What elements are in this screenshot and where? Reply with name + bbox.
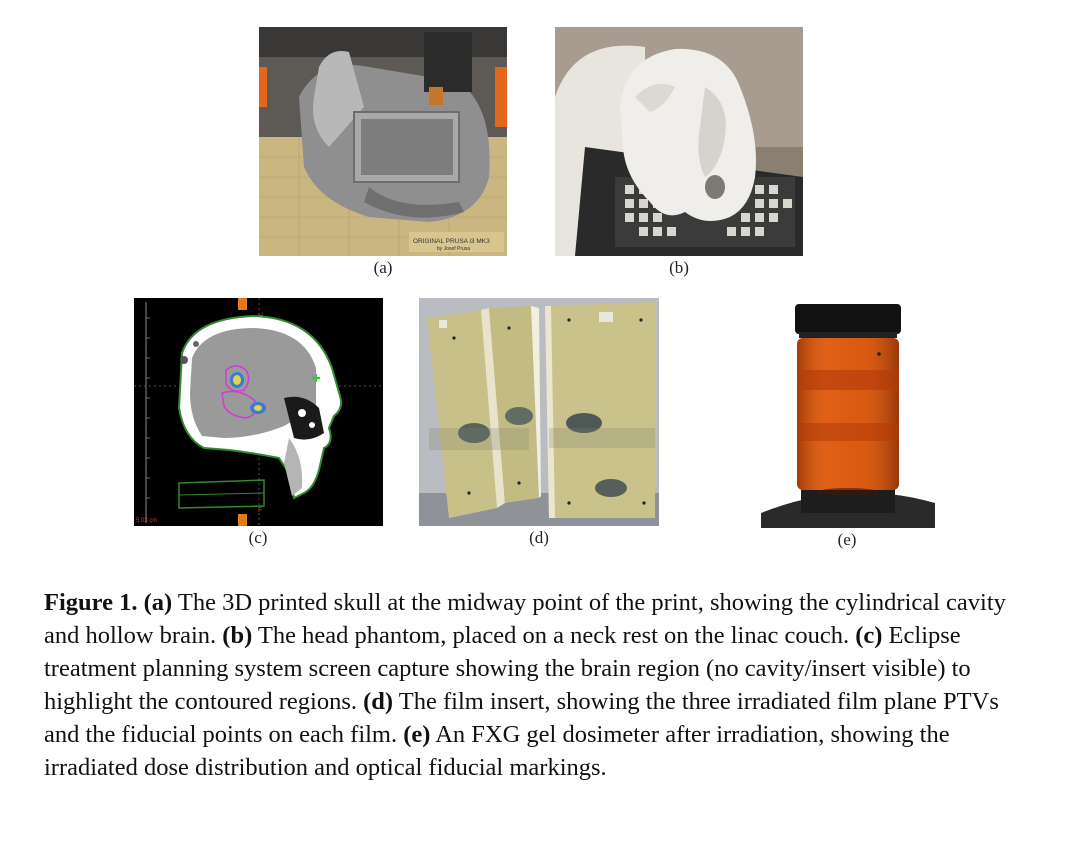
- caption-text-a: The 3D printed skull at the midway point…: [44, 589, 1006, 649]
- panel-b-label: (b): [669, 258, 689, 277]
- panel-d-label: (d): [529, 528, 549, 547]
- marker-bottom-text: F: [258, 507, 262, 514]
- panel-c-label: (c): [248, 528, 268, 547]
- panel-c-image: H F 5.03 cm: [134, 298, 383, 526]
- printer-brand-subtext: by Josef Prusa: [437, 246, 470, 252]
- panel-b-image: [555, 27, 803, 256]
- caption-text-e: An FXG gel dosimeter after irradiation, …: [44, 721, 950, 781]
- panel-a-label: (a): [373, 258, 393, 277]
- caption-tag-b: (b): [222, 622, 253, 649]
- caption-tag-e: (e): [403, 721, 431, 748]
- caption-text-c: Eclipse treatment planning system screen…: [44, 622, 971, 715]
- panel-a-image: ORIGINAL PRUSA i3 MK3 by Josef Prusa: [259, 27, 507, 256]
- caption-text-d: The film insert, showing the three irrad…: [44, 688, 999, 748]
- caption-tag-c: (c): [855, 622, 883, 649]
- corner-scale-text: 5.03 cm: [136, 518, 157, 524]
- panel-d-image: [419, 298, 659, 526]
- caption-lead: Figure 1.: [44, 589, 138, 616]
- caption-tag-a: (a): [143, 589, 173, 616]
- printer-brand-text: ORIGINAL PRUSA i3 MK3: [413, 238, 490, 245]
- figure-caption: Figure 1. (a) The 3D printed skull at th…: [44, 586, 1034, 784]
- caption-text-b: The head phantom, placed on a neck rest …: [252, 622, 856, 649]
- panel-e-label: (e): [837, 530, 857, 549]
- panel-e-image: [761, 298, 935, 528]
- caption-tag-d: (d): [363, 688, 394, 715]
